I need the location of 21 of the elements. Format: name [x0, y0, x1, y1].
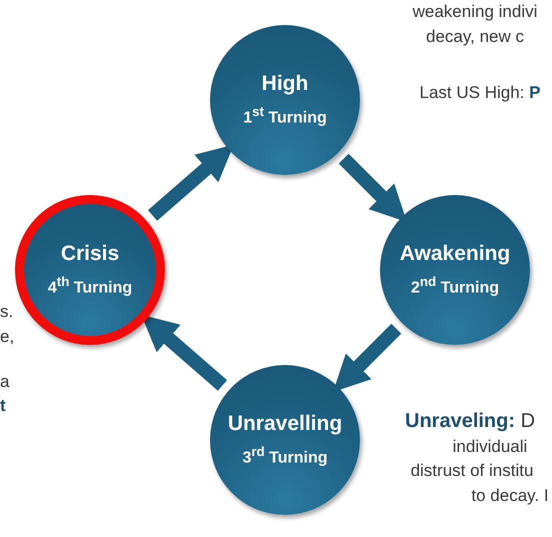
phase-title: Crisis — [60, 242, 120, 266]
phase-title: Awakening — [400, 242, 510, 266]
note-text: e, — [0, 327, 14, 347]
block-arrow — [333, 324, 402, 392]
note-text: t — [0, 396, 6, 416]
phase-title: Unravelling — [228, 412, 342, 436]
note-text: a — [0, 372, 10, 392]
turning-number: 4$^{th}$ Turning — [48, 274, 132, 298]
note-text: s. — [0, 302, 14, 322]
note-text: to decay. I — [471, 486, 549, 506]
note-text: weakening indivi — [412, 2, 538, 22]
turning-number: 3$^{rd}$ Turning — [242, 444, 328, 468]
note-text: individuali — [452, 437, 528, 457]
note-text: distrust of institu — [410, 461, 534, 481]
turning-number: 1$^{st}$ Turning — [243, 104, 327, 128]
block-arrow — [338, 154, 407, 222]
turning-number: 2$^{nd}$ Turning — [411, 274, 499, 298]
note-text: Last US High: P — [420, 83, 540, 103]
note-text: decay, new c — [426, 27, 524, 47]
phase-title: High — [262, 72, 308, 96]
note-text: Unraveling: D — [405, 410, 536, 433]
